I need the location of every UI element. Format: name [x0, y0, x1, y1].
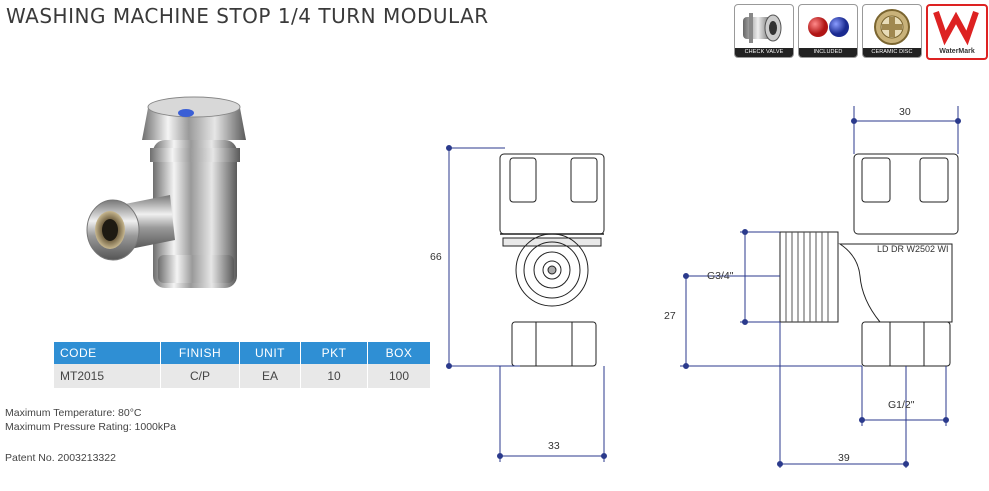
spec-notes: Maximum Temperature: 80°C Maximum Pressu… [5, 406, 176, 434]
max-temperature: Maximum Temperature: 80°C [5, 407, 142, 419]
dim-inlet-thread: G3/4" [707, 270, 734, 282]
ceramic-disc-icon [874, 9, 910, 45]
page-title: WASHING MACHINE STOP 1/4 TURN MODULAR [6, 4, 489, 28]
product-photo [86, 96, 246, 288]
check-valve-icon [743, 13, 782, 43]
dim-side-width: 39 [838, 452, 850, 464]
feature-badges: CHECK VALVE INCLUDED CERAMIC DISC WaterM… [734, 4, 988, 60]
cell-pkt: 10 [300, 364, 368, 388]
table-header-row: CODE FINISH UNIT PKT BOX [54, 342, 431, 364]
dim-side-top-width: 30 [899, 106, 911, 118]
badge-included: INCLUDED [798, 4, 858, 58]
spec-table: CODE FINISH UNIT PKT BOX MT2015 C/P EA 1… [54, 342, 431, 388]
col-header-pkt: PKT [300, 342, 368, 364]
cell-box: 100 [367, 364, 431, 388]
dim-front-width: 33 [548, 440, 560, 452]
dim-outlet-height: 27 [664, 310, 676, 322]
badge-check-valve: CHECK VALVE [734, 4, 794, 58]
col-header-code: CODE [54, 342, 161, 364]
dimension-lines [446, 106, 961, 468]
badge-label: CERAMIC DISC [863, 48, 921, 57]
col-header-finish: FINISH [160, 342, 240, 364]
cell-code: MT2015 [54, 364, 161, 388]
side-view-drawing [779, 153, 959, 367]
body-marking: LD DR W2502 WI [877, 244, 949, 254]
cell-unit: EA [239, 364, 301, 388]
badge-label: INCLUDED [799, 48, 857, 57]
front-view-drawing [499, 153, 605, 367]
badge-watermark: WaterMark [926, 4, 988, 60]
max-pressure: Maximum Pressure Rating: 1000kPa [5, 421, 176, 433]
dim-outlet-thread: G1/2" [888, 399, 915, 411]
col-header-box: BOX [367, 342, 431, 364]
badge-label: WaterMark [939, 48, 975, 55]
col-header-unit: UNIT [239, 342, 301, 364]
dim-front-height: 66 [430, 251, 442, 263]
badge-ceramic-disc: CERAMIC DISC [862, 4, 922, 58]
watermark-logo-icon [933, 11, 979, 46]
badge-label: CHECK VALVE [735, 48, 793, 57]
thread-lines [785, 232, 829, 322]
cell-finish: C/P [160, 364, 240, 388]
hot-cold-indicators-icon [808, 17, 849, 37]
patent-number: Patent No. 2003213322 [5, 452, 116, 464]
table-row: MT2015 C/P EA 10 100 [54, 364, 431, 388]
